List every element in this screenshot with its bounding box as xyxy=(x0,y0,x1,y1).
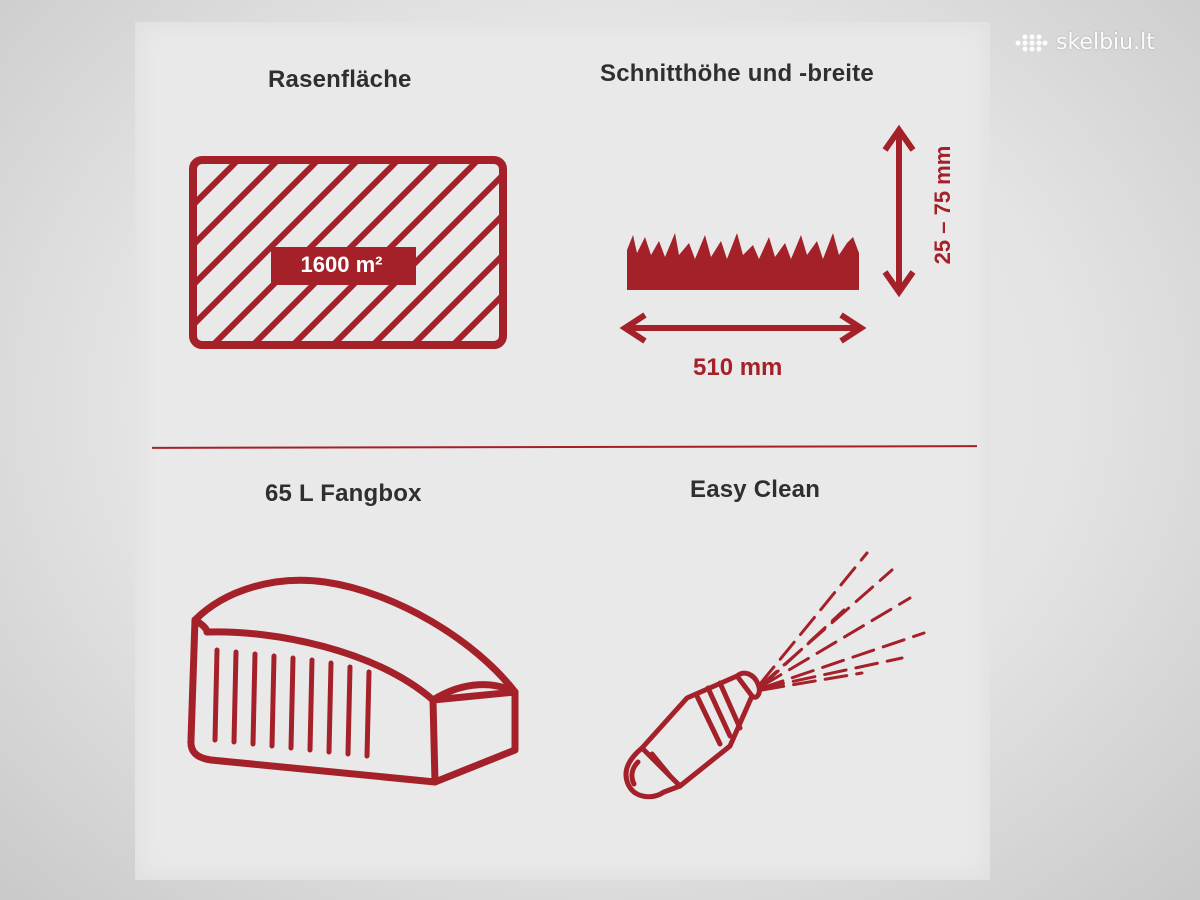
water-spray-nozzle-icon xyxy=(623,551,926,800)
grass-catcher-box-icon xyxy=(187,576,519,786)
lawn-area-title: Rasenfläche xyxy=(268,66,412,93)
cutting-width-value: 510 mm xyxy=(693,354,783,381)
watermark: skelbiu.lt xyxy=(1014,30,1155,55)
grass-box-title: 65 L Fangbox xyxy=(265,480,422,507)
lawn-area-value: 1600 m² xyxy=(300,252,383,277)
hatched-lawn-area-icon xyxy=(189,156,507,349)
cutting-title: Schnitthöhe und -breite xyxy=(600,60,874,87)
cutting-height-value: 25 – 75 mm xyxy=(930,145,955,265)
watermark-text: skelbiu.lt xyxy=(1056,30,1155,55)
easy-clean-title: Easy Clean xyxy=(690,476,821,503)
feature-panel xyxy=(135,22,990,880)
grass-cut-icon xyxy=(619,124,916,344)
dots-logo-icon xyxy=(1015,34,1048,51)
